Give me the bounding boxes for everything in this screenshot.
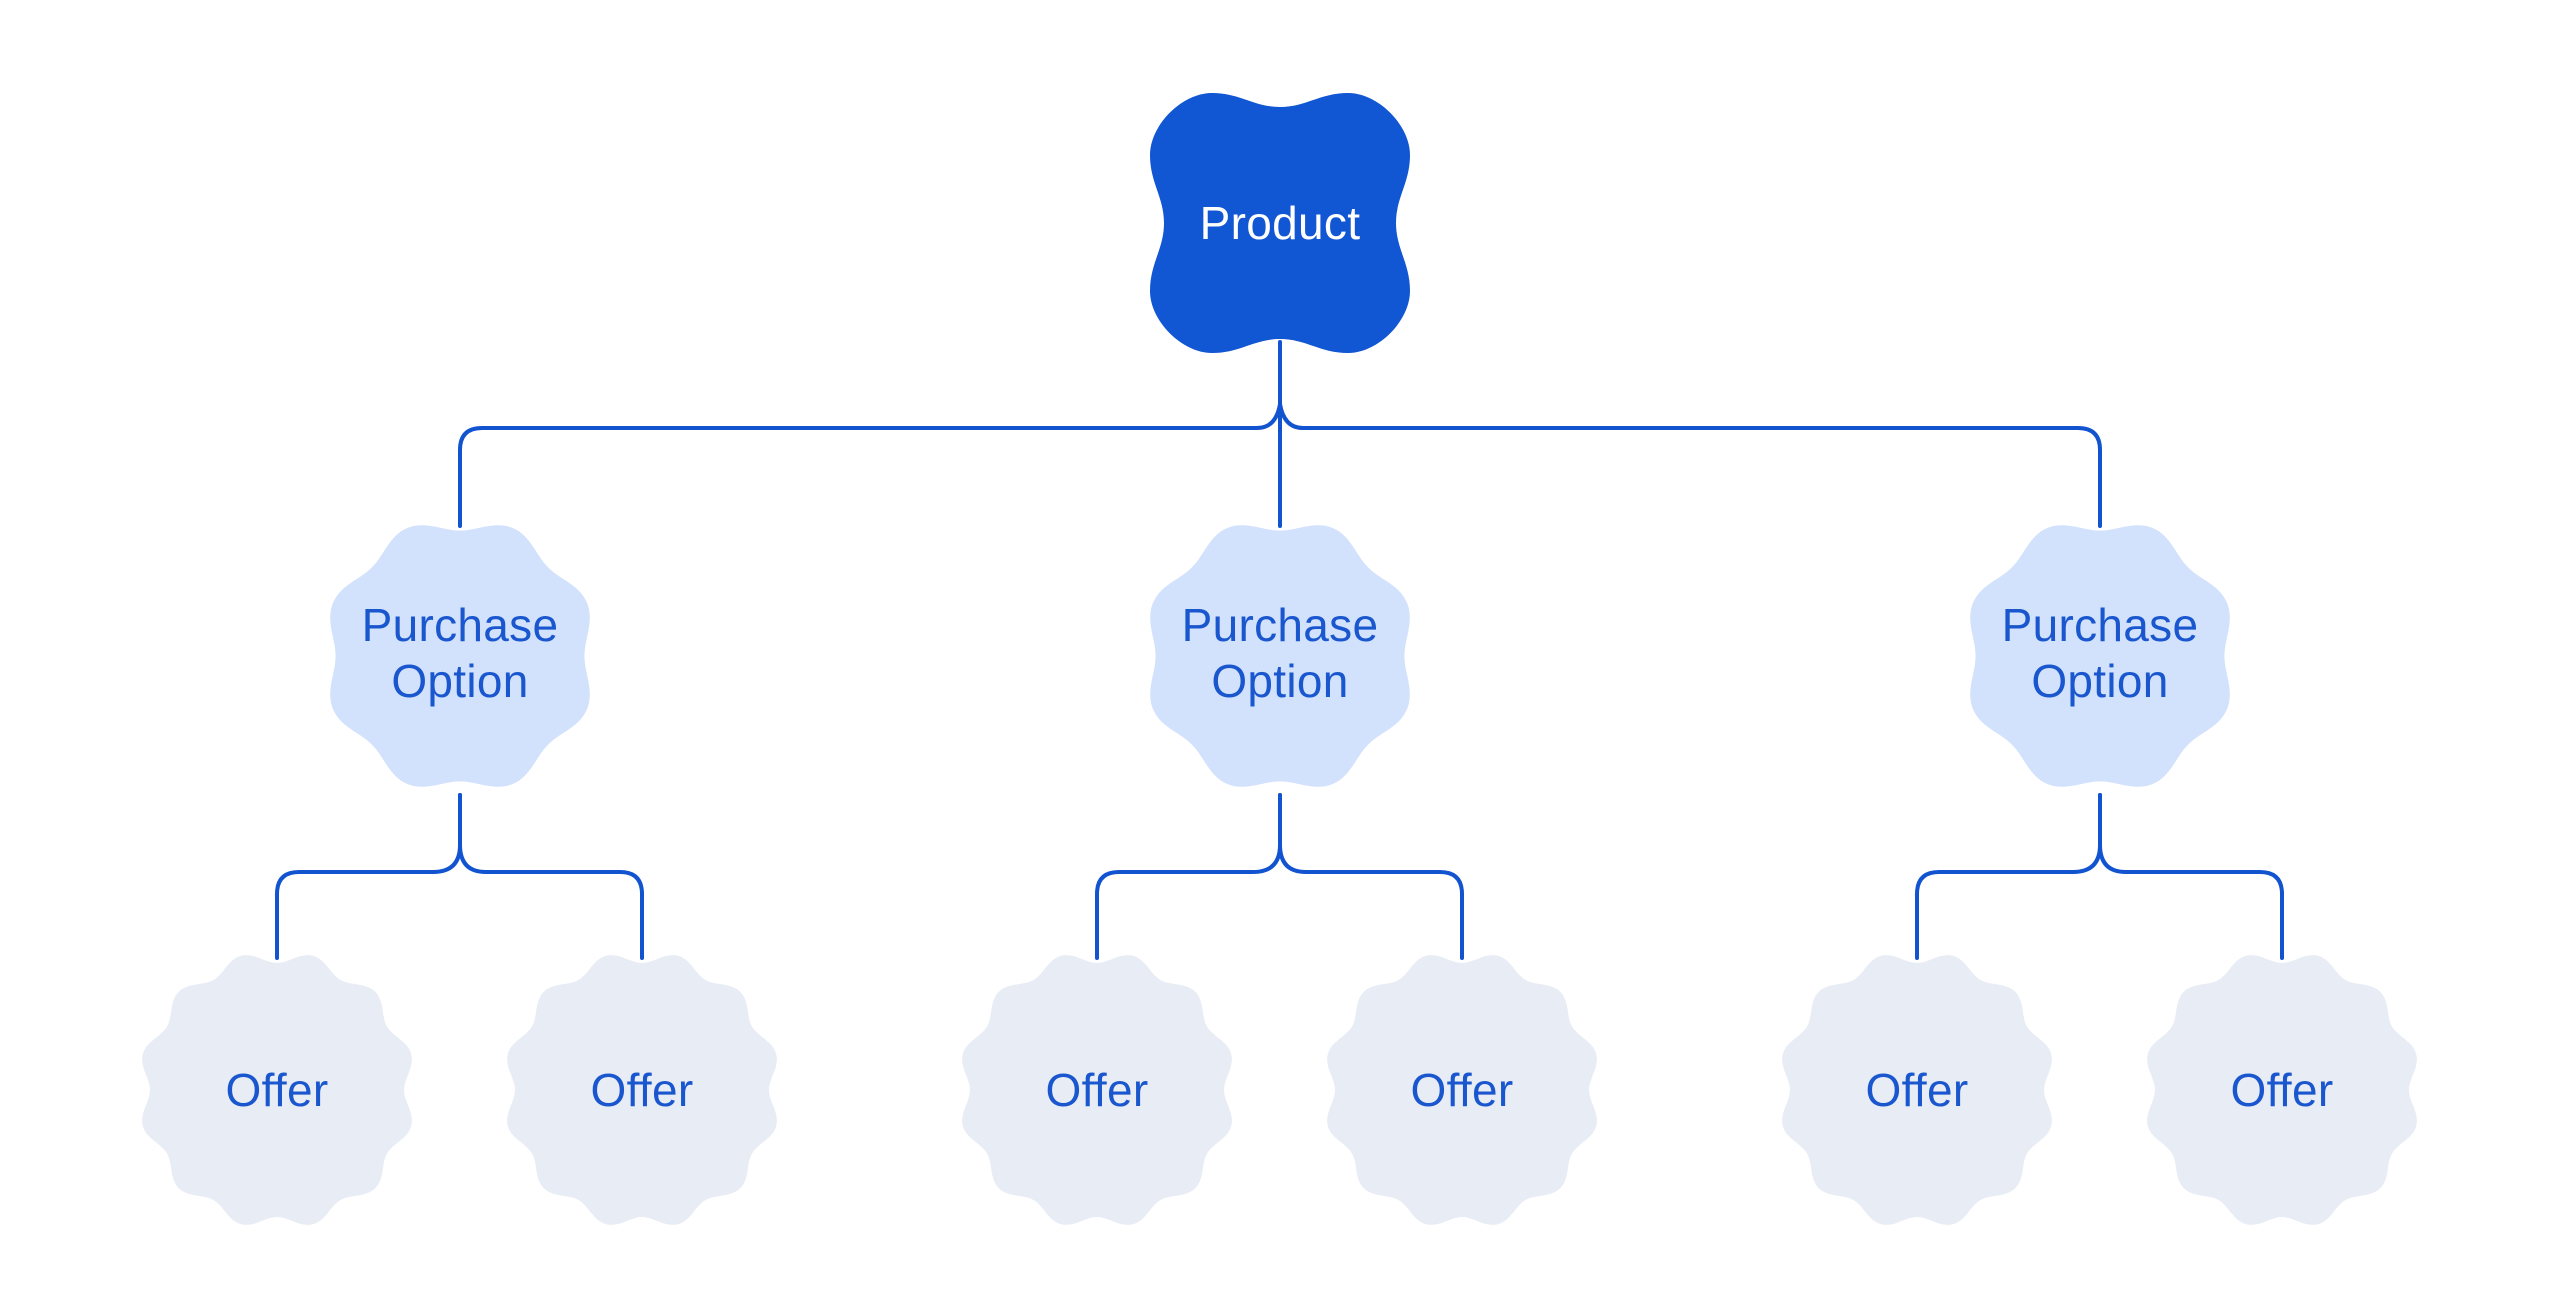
connector-level1-left (458, 402, 1282, 528)
connector-purchase-1-to-left-offer (275, 793, 462, 960)
node-offer-2: Offer (501, 949, 783, 1231)
node-purchase-option-3: Purchase Option (1959, 514, 2241, 798)
node-offer-3: Offer (956, 949, 1238, 1231)
connector-purchase-3-to-left-offer (1915, 793, 2102, 960)
connector-purchase-2-to-right-offer (1278, 793, 1464, 960)
node-offer-4: Offer (1321, 949, 1603, 1231)
product-node-label: Product (1199, 197, 1361, 249)
connector-purchase-1-to-right-offer (458, 793, 644, 960)
offer-blob-shape (142, 955, 412, 1225)
offer-node-label: Offer (1045, 1064, 1149, 1116)
offer-blob-shape (2147, 955, 2417, 1225)
offer-node-label: Offer (1865, 1064, 1969, 1116)
offer-node-label: Offer (2230, 1064, 2334, 1116)
connector-purchase-2-to-left-offer (1095, 793, 1282, 960)
offer-node-label: Offer (1410, 1064, 1514, 1116)
node-purchase-option-2: Purchase Option (1139, 514, 1421, 798)
offer-node-label: Offer (225, 1064, 329, 1116)
connector-level1-right (1278, 402, 2102, 528)
node-purchase-option-1: Purchase Option (319, 514, 601, 798)
purchase-blob-shape (1970, 525, 2230, 787)
purchase-blob-shape (330, 525, 590, 787)
node-offer-6: Offer (2141, 949, 2423, 1231)
connector-purchase-3-to-right-offer (2098, 793, 2284, 960)
offer-blob-shape (1327, 955, 1597, 1225)
node-offer-1: Offer (136, 949, 418, 1231)
offer-node-label: Offer (590, 1064, 694, 1116)
offer-blob-shape (507, 955, 777, 1225)
purchase-option-label: Purchase Option (2001, 599, 2199, 707)
node-offer-5: Offer (1776, 949, 2058, 1231)
node-product: Product (1147, 90, 1413, 356)
purchase-blob-shape (1150, 525, 1410, 787)
product-blob-shape (1150, 93, 1410, 353)
offer-blob-shape (1782, 955, 2052, 1225)
purchase-option-label: Purchase Option (1181, 599, 1379, 707)
offer-blob-shape (962, 955, 1232, 1225)
purchase-option-label: Purchase Option (361, 599, 559, 707)
